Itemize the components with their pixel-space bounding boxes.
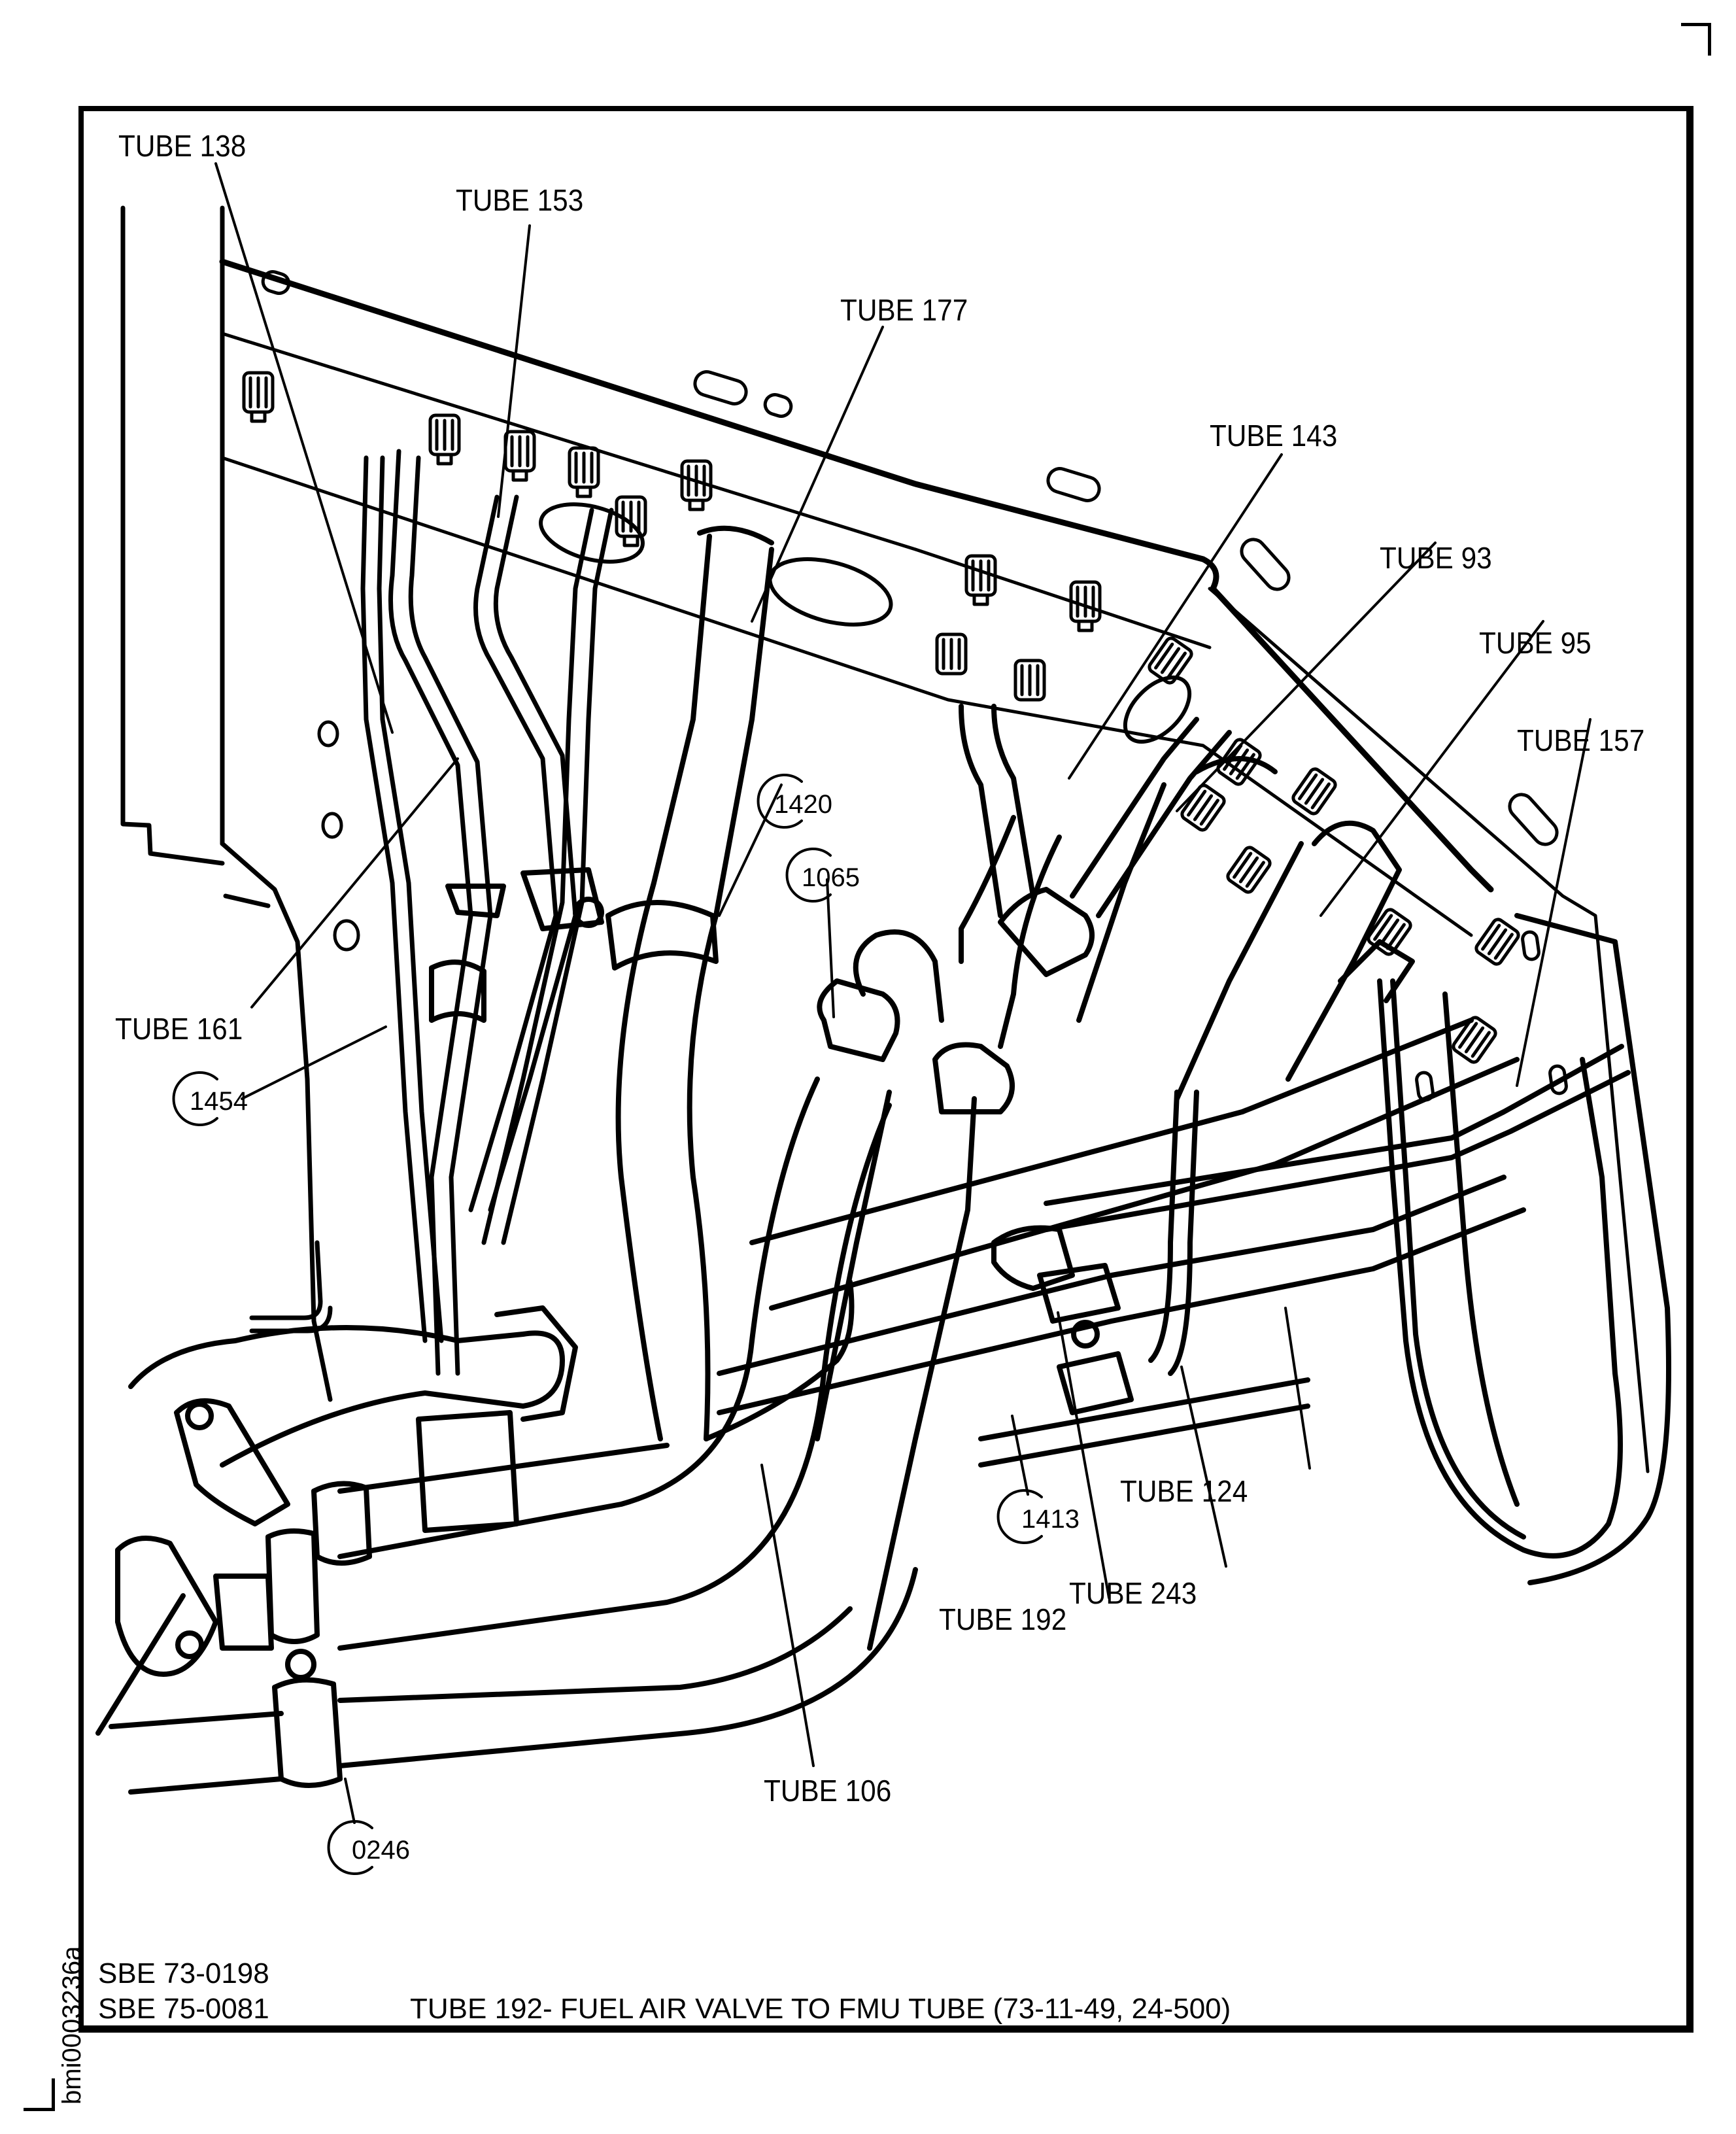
callout-0246: 0246 <box>352 1836 410 1865</box>
callout-circle-1454 <box>172 1071 218 1126</box>
figure-frame <box>78 106 1693 2033</box>
document-id: bmi0003236a <box>58 1946 86 2105</box>
label-tube-124: TUBE 124 <box>1120 1474 1248 1508</box>
service-bulletin-2: SBE 75-0081 <box>98 1993 269 2025</box>
label-tube-95: TUBE 95 <box>1479 626 1591 660</box>
label-tube-153: TUBE 153 <box>456 183 584 217</box>
callout-circle-0246 <box>327 1820 373 1875</box>
label-tube-177: TUBE 177 <box>840 293 968 327</box>
service-bulletin-1: SBE 73-0198 <box>98 1957 269 1989</box>
label-tube-157: TUBE 157 <box>1517 723 1645 757</box>
label-tube-161: TUBE 161 <box>115 1012 243 1046</box>
right-loop-holes <box>1415 930 1568 1102</box>
callout-circle-1065 <box>785 848 832 903</box>
corner-crop-mark <box>1681 23 1711 56</box>
left-bracket <box>120 205 333 1402</box>
doc-id-mark <box>24 2078 55 2111</box>
callout-circle-1420 <box>757 774 803 829</box>
callout-circle-1413 <box>996 1489 1043 1544</box>
clamp-1413 <box>991 1090 1199 1415</box>
callout-circles <box>172 774 1043 1875</box>
tube-143-body <box>959 704 1232 977</box>
figure-caption: TUBE 192- FUEL AIR VALVE TO FMU TUBE (73… <box>410 1993 1231 2025</box>
thin-tubes-left <box>360 449 614 1376</box>
top-plate <box>219 258 1494 893</box>
tube-106-body <box>337 1076 892 1651</box>
clamp-1420 <box>429 867 719 1023</box>
tube-192-body <box>815 815 1062 1651</box>
callout-1454: 1454 <box>190 1087 248 1116</box>
tube-177-body <box>615 525 774 1441</box>
callout-1413: 1413 <box>1021 1505 1080 1534</box>
top-plate-slots <box>261 270 1559 846</box>
callout-1065: 1065 <box>802 863 860 892</box>
lower-fuel-tubes <box>717 1018 1631 1468</box>
right-loop-bracket <box>1377 913 1671 1585</box>
clamp-0246 <box>95 1305 918 1795</box>
label-tube-93: TUBE 93 <box>1380 541 1492 575</box>
callout-1420: 1420 <box>774 790 832 819</box>
tube-93-95-bodies <box>1076 756 1415 1101</box>
left-bracket-holes <box>317 720 360 952</box>
label-tube-138: TUBE 138 <box>118 129 247 163</box>
label-tube-243: TUBE 243 <box>1069 1576 1197 1610</box>
label-tube-192: TUBE 192 <box>939 1602 1067 1636</box>
label-tube-106: TUBE 106 <box>764 1774 892 1808</box>
fittings <box>242 371 1520 1064</box>
leader-lines <box>214 162 1591 1824</box>
label-tube-143: TUBE 143 <box>1210 419 1338 453</box>
